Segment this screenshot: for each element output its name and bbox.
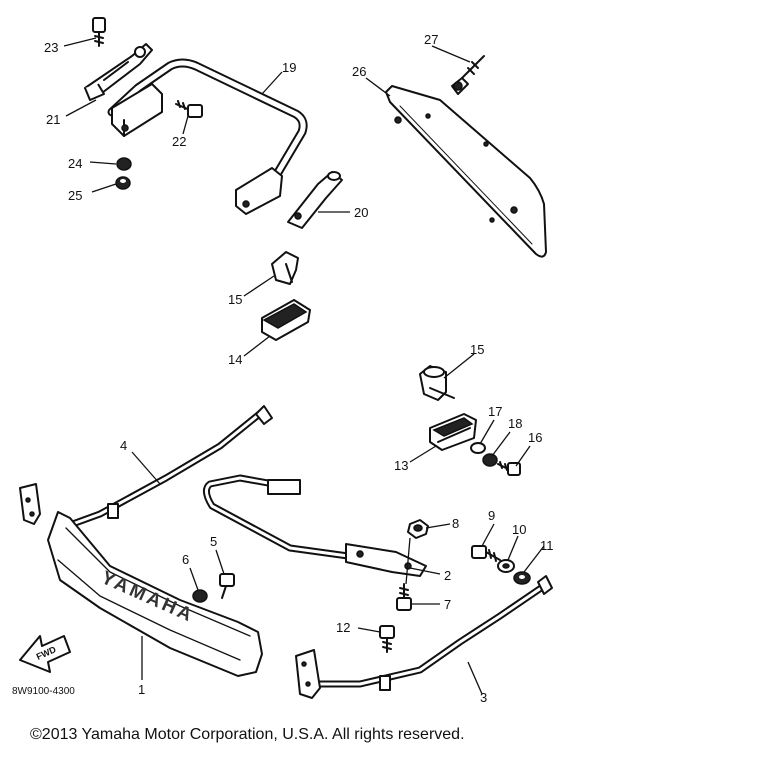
- callout-20: 20: [354, 205, 368, 220]
- callout-27: 27: [424, 32, 438, 47]
- part-27-screw[interactable]: [451, 55, 485, 95]
- part-12-bolt[interactable]: [379, 625, 395, 653]
- part-16-bolt[interactable]: [497, 461, 521, 476]
- part-13-license-light[interactable]: [429, 413, 477, 451]
- part-1-fender-cover[interactable]: YAMAHA: [47, 511, 263, 677]
- part-25-nut[interactable]: [115, 176, 131, 190]
- part-4-stay[interactable]: [19, 405, 273, 534]
- callout-1: 1: [138, 682, 145, 697]
- part-20-clamp[interactable]: [287, 171, 343, 229]
- callout-22: 22: [172, 134, 186, 149]
- part-8-nut[interactable]: [407, 519, 429, 539]
- callout-25: 25: [68, 188, 82, 203]
- part-7-bolt[interactable]: [396, 583, 412, 611]
- part-11-washer[interactable]: [513, 571, 531, 585]
- callout-11: 11: [540, 538, 554, 553]
- callout-18: 18: [508, 416, 522, 431]
- callout-10: 10: [512, 522, 526, 537]
- part-22-bolt[interactable]: [175, 100, 203, 118]
- part-21-bracket[interactable]: [84, 43, 153, 101]
- part-26-plate[interactable]: [385, 85, 547, 258]
- callout-labels: 23 21 24 25 22 19 26 27 20 15 14 15 13 1…: [44, 32, 554, 705]
- callout-13: 13: [394, 458, 408, 473]
- part-6-nut[interactable]: [192, 589, 208, 603]
- fwd-arrow-icon: FWD: [19, 635, 71, 673]
- callout-23: 23: [44, 40, 58, 55]
- part-18-washer[interactable]: [482, 453, 498, 467]
- callout-15-lower: 15: [470, 342, 484, 357]
- callout-14: 14: [228, 352, 242, 367]
- part-9-bolt[interactable]: [471, 545, 501, 562]
- callout-12: 12: [336, 620, 350, 635]
- part-15-bracket-upper[interactable]: [271, 251, 299, 285]
- callout-16: 16: [528, 430, 542, 445]
- callout-8: 8: [452, 516, 459, 531]
- leader-lines: [63, 37, 545, 695]
- part-14-light[interactable]: [261, 299, 311, 341]
- copyright-notice: ©2013 Yamaha Motor Corporation, U.S.A. A…: [30, 726, 465, 743]
- part-10-washer[interactable]: [497, 559, 515, 573]
- callout-24: 24: [68, 156, 82, 171]
- callout-17: 17: [488, 404, 502, 419]
- part-15-bracket-lower[interactable]: [419, 365, 455, 401]
- callout-6: 6: [182, 552, 189, 567]
- callout-7: 7: [444, 597, 451, 612]
- callout-9: 9: [488, 508, 495, 523]
- part-2-stay[interactable]: [203, 474, 427, 577]
- callout-4: 4: [120, 438, 127, 453]
- callout-15-upper: 15: [228, 292, 242, 307]
- part-19-grab-bar[interactable]: [107, 58, 308, 215]
- callout-21: 21: [46, 112, 60, 127]
- callout-2: 2: [444, 568, 451, 583]
- callout-3: 3: [480, 690, 487, 705]
- part-24-nut[interactable]: [116, 157, 132, 171]
- diagram-code-label: 8W9100-4300: [12, 686, 75, 697]
- callout-5: 5: [210, 534, 217, 549]
- part-3-stay[interactable]: [295, 575, 553, 699]
- part-5-bolt[interactable]: [219, 573, 235, 599]
- part-23-bolt[interactable]: [92, 17, 106, 47]
- callout-19: 19: [282, 60, 296, 75]
- part-17-washer[interactable]: [470, 442, 486, 454]
- callout-26: 26: [352, 64, 366, 79]
